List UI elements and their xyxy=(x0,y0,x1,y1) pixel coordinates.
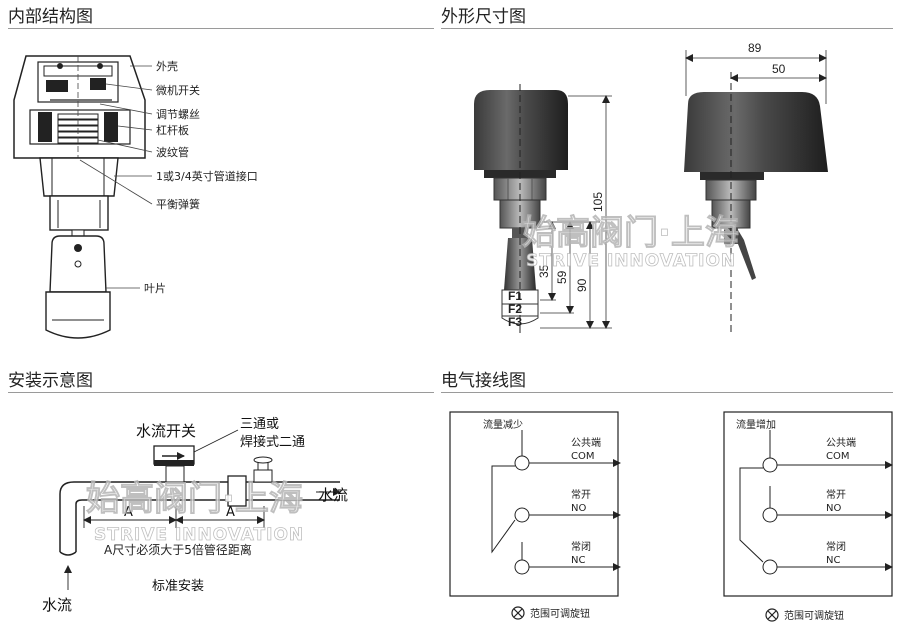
wiring-title: 电气接线图 xyxy=(441,371,526,391)
watermark-cn: 始高阀门·上海 xyxy=(522,213,739,253)
label-f3: F3 xyxy=(508,315,522,329)
label-balance-spring: 平衡弹簧 xyxy=(156,197,200,211)
dim-59: 59 xyxy=(555,270,569,284)
label-lever: 杠杆板 xyxy=(156,123,189,137)
wiring-increase-no-en: NO xyxy=(826,503,841,514)
install-flow-bottom: 水流 xyxy=(42,596,72,614)
dim-105: 105 xyxy=(591,192,605,212)
wiring-decrease-title: 流量减少 xyxy=(483,418,523,431)
install-note: A尺寸必须大于5倍管径距离 xyxy=(104,542,252,557)
install-tee-label-2: 焊接式二通 xyxy=(240,434,305,450)
wiring-increase: 流量增加 公共端 COM 常开 NO 常闭 NC 范围可调旋钮 xyxy=(723,411,893,622)
install-seg-a2: A xyxy=(226,505,235,520)
wiring-increase-nc-cn: 常闭 xyxy=(826,540,846,553)
wiring-decrease-com-en: COM xyxy=(571,451,594,462)
dim-35: 35 xyxy=(537,264,551,278)
install-tee-label-1: 三通或 xyxy=(240,417,279,432)
adjust-knob-icon xyxy=(511,606,525,620)
wiring-increase-no-cn: 常开 xyxy=(826,488,846,501)
wiring-decrease-nc-cn: 常闭 xyxy=(571,540,591,553)
label-microswitch: 微机开关 xyxy=(156,83,200,97)
wiring-increase-note: 范围可调旋钮 xyxy=(784,609,844,622)
dimensions-title: 外形尺寸图 xyxy=(441,7,526,27)
divider xyxy=(441,28,893,29)
wiring-decrease-no-cn: 常开 xyxy=(571,488,591,501)
dimensions-drawing: 105 90 59 35 F1 F2 F3 89 50 始高阀门·上海 STRI… xyxy=(474,41,828,334)
label-bellows: 波纹管 xyxy=(156,145,189,159)
internal-structure-drawing: 外壳 微机开关 调节螺丝 杠杆板 波纹管 1或3/4英寸管道接口 平衡弹簧 叶片 xyxy=(13,55,258,339)
install-seg-a1: A xyxy=(124,505,133,520)
wiring-decrease: 流量减少 公共端 COM 常开 NO 常闭 NC 范围可调旋钮 xyxy=(449,411,621,620)
wiring-increase-title: 流量增加 xyxy=(736,418,776,431)
watermark-en: STRIVE INNOVATION xyxy=(94,525,304,545)
install-switch-label: 水流开关 xyxy=(136,422,196,440)
install-flow-right: 水流 xyxy=(318,486,348,504)
wiring-increase-com-en: COM xyxy=(826,451,849,462)
wiring-decrease-no-en: NO xyxy=(571,503,586,514)
label-shell: 外壳 xyxy=(156,59,178,73)
divider xyxy=(441,392,893,393)
wiring-increase-nc-en: NC xyxy=(826,555,840,566)
installation-title: 安装示意图 xyxy=(8,371,93,391)
label-pipe-joint: 1或3/4英寸管道接口 xyxy=(156,169,258,183)
wiring-decrease-com-cn: 公共端 xyxy=(571,436,601,449)
installation-drawing: 水流开关 三通或 焊接式二通 水流 A A A尺寸必须大于5倍管径距离 水流 标… xyxy=(42,417,348,614)
install-standard: 标准安装 xyxy=(152,579,204,594)
label-blade: 叶片 xyxy=(144,282,166,295)
wiring-decrease-nc-en: NC xyxy=(571,555,585,566)
label-f1: F1 xyxy=(508,289,522,303)
wiring-decrease-note: 范围可调旋钮 xyxy=(530,607,590,620)
wiring-increase-com-cn: 公共端 xyxy=(826,436,856,449)
label-f2: F2 xyxy=(508,302,522,316)
watermark-en: STRIVE INNOVATION xyxy=(526,251,736,271)
dim-89: 89 xyxy=(748,41,762,55)
dim-90: 90 xyxy=(575,278,589,292)
divider xyxy=(8,28,434,29)
label-adjust-screw: 调节螺丝 xyxy=(156,108,200,121)
watermark-cn: 始高阀门·上海 xyxy=(86,479,303,519)
adjust-knob-icon xyxy=(765,608,779,622)
divider xyxy=(8,392,434,393)
dim-50: 50 xyxy=(772,62,786,76)
internal-structure-title: 内部结构图 xyxy=(8,7,93,27)
